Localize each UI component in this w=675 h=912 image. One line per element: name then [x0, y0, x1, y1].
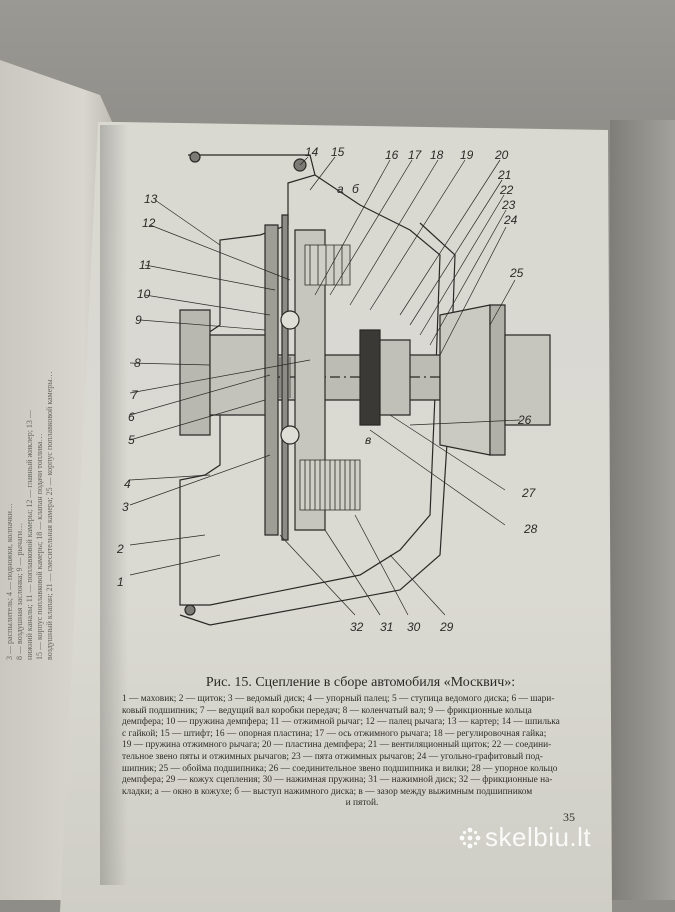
legend-line: демпфера; 29 — кожух сцепления; 30 — наж… [122, 775, 553, 786]
left-page-line: нижний каналы; 11 — поплавковой камеры; … [25, 410, 34, 660]
legend-line: тельное звено пяты и отжимных рычагов; 2… [122, 751, 543, 762]
callout-16: 16 [385, 148, 399, 162]
callout-31: 31 [380, 620, 394, 634]
callout-b: б [352, 182, 359, 196]
callout-8: 8 [134, 356, 141, 370]
callout-a: а [337, 182, 344, 196]
clutch-cross-section-drawing [129, 151, 551, 626]
left-page-line: 3 — распылитель; 4 — подножки, колпачки… [5, 503, 14, 660]
watermark-dots-icon [459, 827, 481, 849]
callout-5: 5 [128, 433, 135, 447]
callout-6: 6 [128, 410, 135, 424]
callout-19: 19 [460, 148, 474, 162]
callout-18: 18 [430, 148, 444, 162]
legend-line: с гайкой; 15 — штифт; 16 — опорная пласт… [122, 728, 547, 739]
callout-4: 4 [124, 477, 131, 491]
legend-line: 1 — маховик; 2 — щиток; 3 — ведомый диск… [122, 694, 555, 704]
callout-24: 24 [504, 213, 518, 227]
callout-26: 26 [518, 413, 532, 427]
callout-28: 28 [524, 522, 538, 536]
callout-23: 23 [502, 198, 516, 212]
legend-line: ковый подшипник; 7 — ведущий вал коробки… [122, 705, 532, 716]
callout-30: 30 [407, 620, 421, 634]
left-page-line: воздушный клапан; 21 — смесительная каме… [45, 371, 54, 660]
callout-3: 3 [122, 500, 129, 514]
page-number: 35 [563, 810, 575, 824]
callout-2: 2 [117, 542, 124, 556]
callout-27: 27 [522, 486, 536, 500]
legend-line: 19 — пружина отжимного рычага; 20 — плас… [122, 740, 552, 751]
background-table-edge [610, 120, 675, 900]
callout-22: 22 [500, 183, 514, 197]
callout-32: 32 [350, 620, 364, 634]
figure-legend: 1 — маховик; 2 — щиток; 3 — ведомый диск… [122, 694, 602, 810]
callout-15: 15 [331, 145, 345, 159]
watermark-text: skelbiu.lt [485, 822, 592, 852]
callout-13: 13 [144, 192, 158, 206]
callout-9: 9 [135, 313, 142, 327]
callout-25: 25 [510, 266, 524, 280]
callout-20: 20 [495, 148, 509, 162]
left-page-line: 15 — корпус поплавковой камеры; 18 — кла… [35, 433, 44, 660]
legend-line: и пятой. [345, 798, 379, 809]
legend-line: демпфера; 10 — пружина демпфера; 11 — от… [122, 717, 560, 728]
callout-v: в [365, 433, 372, 447]
callout-1: 1 [117, 575, 124, 589]
callout-17: 17 [408, 148, 422, 162]
callout-11: 11 [139, 258, 152, 272]
left-page-line: 8 — воздушная заслонка; 9 — рычаги… [15, 522, 24, 660]
page-gutter-shadow [100, 125, 128, 885]
background-wall [0, 0, 675, 140]
figure-caption: Рис. 15. Сцепление в сборе автомобиля «М… [205, 675, 516, 690]
legend-line: кладки; а — окно в кожухе; б — выступ на… [122, 786, 533, 797]
callout-7: 7 [131, 388, 138, 402]
legend-line: шипник; 25 — обойма подшипника; 26 — сое… [122, 763, 558, 774]
callout-29: 29 [440, 620, 454, 634]
callout-21: 21 [498, 168, 512, 182]
callout-14: 14 [305, 145, 319, 159]
callout-12: 12 [142, 216, 156, 230]
callout-10: 10 [137, 287, 151, 301]
